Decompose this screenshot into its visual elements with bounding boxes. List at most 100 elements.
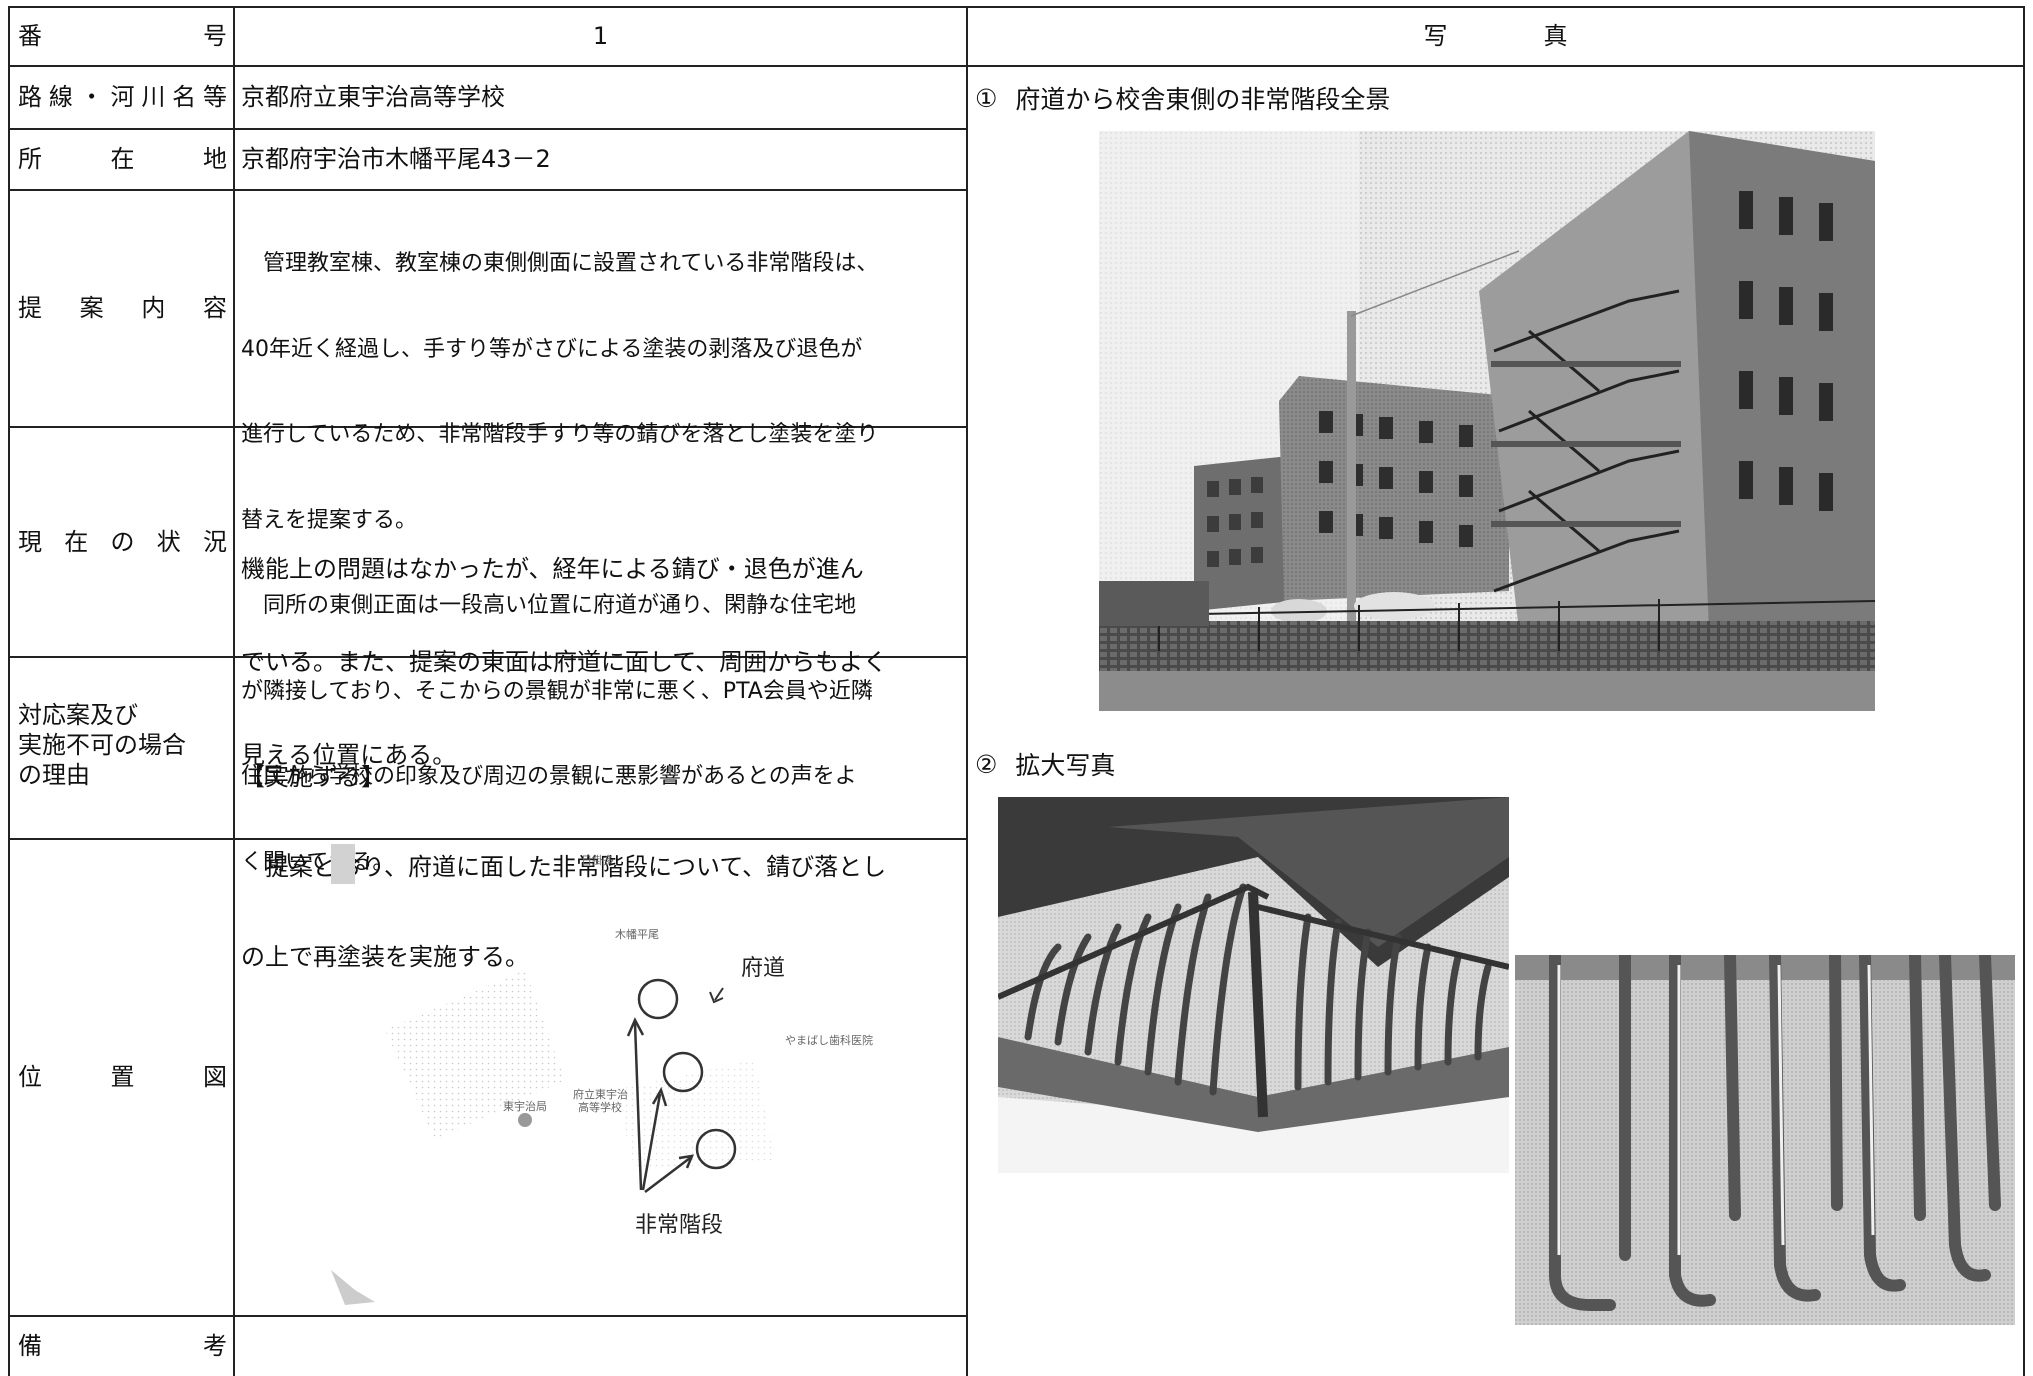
label-char: 容 [202, 294, 227, 322]
photo-header: 写 真 [968, 8, 2023, 65]
label-char: 名 [172, 83, 197, 111]
text-line: 見える位置にある。 [241, 741, 457, 769]
table-border-right [2023, 6, 2025, 1376]
text-line: 【実施する】 [241, 763, 385, 791]
column-divider-photo [966, 6, 968, 1376]
label-char: 河 [110, 83, 135, 111]
label-char: 号 [203, 22, 227, 50]
text-line: 進行しているため、非常階段手すり等の錆びを落とし塗装を塗り [241, 422, 879, 447]
route-value: 京都府立東宇治高等学校 [241, 83, 505, 111]
label-char: ・ [79, 83, 104, 111]
text-line: 40年近く経過し、手すり等がさびによる塗装の剥落及び退色が [241, 336, 863, 362]
label-char: 備 [18, 1332, 42, 1360]
text-line: でいる。また、提案の東面は府道に面して、周囲からもよく [241, 648, 888, 676]
map-poi-marker [518, 1113, 532, 1127]
photo2-number: ② [975, 749, 998, 779]
railing-detail-photo [1515, 955, 2015, 1325]
text-line: く聞いている。 [241, 849, 395, 875]
stair-marker-circle [662, 1051, 704, 1093]
text-line: 機能上の問題はなかったが、経年による錆び・退色が進ん [241, 555, 864, 583]
row-divider [8, 189, 968, 191]
photo-building-overview [1099, 131, 1875, 711]
remarks-value [235, 1317, 966, 1376]
text-line: 提案どおり、府道に面した非常階段について、錆び落とし [241, 853, 887, 881]
stair-marker-circle [637, 978, 679, 1020]
column-divider-label [233, 6, 235, 1376]
stair-marker-circle [695, 1128, 737, 1170]
location-map: 日掛多 木幡平尾 府立東宇治 高等学校 東宇治局 やまばし歯科医院 府道 非常階… [235, 840, 966, 1315]
text-line: 住民から学校の印象及び周辺の景観に悪影響があるとの声をよ [241, 764, 857, 789]
label-char: 線 [48, 83, 73, 111]
label-char: 状 [156, 527, 181, 556]
label-char: 番 [18, 22, 42, 50]
photo-header-char: 写 [1423, 22, 1448, 50]
text-line: 替えを提案する。 [241, 507, 418, 533]
row-divider [8, 838, 968, 840]
label-char: 路 [18, 83, 42, 111]
row-divider [8, 1315, 968, 1317]
road-arrow [709, 987, 724, 1004]
row-divider [8, 656, 968, 658]
photo-railing-closeup [998, 797, 1509, 1173]
label-char: 在 [110, 145, 135, 173]
label-line: 対応案及び [18, 701, 138, 729]
map-label-text: 高等学校 [578, 1101, 622, 1114]
railing-photo [998, 797, 1509, 1173]
map-block [331, 844, 355, 884]
table-border-top [8, 6, 2025, 8]
text-line: の上で再塗装を実施する。 [241, 943, 529, 971]
photo1-caption: ① 府道から校舎東側の非常階段全景 [975, 80, 1390, 116]
table-border-left [8, 6, 10, 1376]
map-label-text: 府立東宇治 [573, 1088, 628, 1101]
text-line: 同所の東側正面は一段高い位置に府道が通り、閑静な住宅地 [241, 593, 857, 618]
row-divider [8, 128, 968, 130]
map-drawing [331, 844, 775, 1305]
label-line: の理由 [18, 761, 90, 789]
location-value: 京都府宇治市木幡平尾43－2 [241, 145, 551, 173]
text-line: が隣接しており、そこからの景観が非常に悪く、PTA会員や近隣 [241, 678, 873, 704]
route-label: 路 線 ・ 河 川 名 等 [10, 67, 233, 128]
row-divider [8, 65, 2025, 67]
label-char: 内 [141, 294, 166, 322]
map-label-text: やまばし歯科医院 [785, 1034, 873, 1047]
label-char: 位 [18, 1063, 42, 1091]
row-divider [8, 426, 968, 428]
stairs-annotation: 非常階段 [635, 1213, 724, 1238]
map-shade [385, 970, 565, 1140]
status-label: 現 在 の 状 況 [10, 428, 233, 656]
map-label-text: 東宇治局 [503, 1100, 547, 1113]
building-photo [1099, 131, 1875, 711]
location-label: 所 在 地 [10, 130, 233, 189]
response-text: 【実施する】 提案どおり、府道に面した非常階段について、錆び落とし の上で再塗装… [235, 702, 966, 971]
photo-header-char: 真 [1543, 22, 1568, 50]
remarks-label: 備 考 [10, 1317, 233, 1376]
label-char: 案 [79, 294, 104, 322]
number-label: 番 号 [10, 8, 233, 65]
text-line: 管理教室棟、教室棟の東側側面に設置されている非常階段は、 [241, 251, 879, 276]
label-char: 況 [203, 527, 227, 556]
label-char: 図 [203, 1063, 227, 1091]
label-char: 地 [203, 145, 227, 173]
label-char: 現 [18, 527, 42, 556]
proposal-label: 提 案 内 容 [10, 191, 233, 426]
photo2-caption: ② 拡大写真 [975, 746, 1115, 782]
label-char: 川 [141, 83, 166, 111]
proposal-text: 管理教室棟、教室棟の東側側面に設置されている非常階段は、 40年近く経過し、手す… [235, 193, 966, 875]
label-char: 所 [18, 145, 42, 173]
map-block [331, 1270, 375, 1305]
photo-railing-detail [1515, 955, 2015, 1325]
number-value: 1 [592, 22, 609, 50]
map-label-text: 日掛多 [581, 854, 614, 867]
map-label-text: 木幡平尾 [615, 928, 659, 941]
photo1-number: ① [975, 83, 998, 113]
road-annotation: 府道 [741, 956, 786, 981]
label-char: 等 [202, 83, 227, 111]
response-label: 対応案及び 実施不可の場合 の理由 [10, 700, 233, 800]
label-char: 置 [110, 1063, 135, 1091]
label-line: 実施不可の場合 [18, 731, 186, 759]
photo1-caption-text: 府道から校舎東側の非常階段全景 [1015, 85, 1391, 114]
label-char: の [110, 527, 135, 556]
photo2-caption-text: 拡大写真 [1015, 751, 1116, 780]
status-text: 機能上の問題はなかったが、経年による錆び・退色が進ん でいる。また、提案の東面は… [235, 492, 966, 769]
